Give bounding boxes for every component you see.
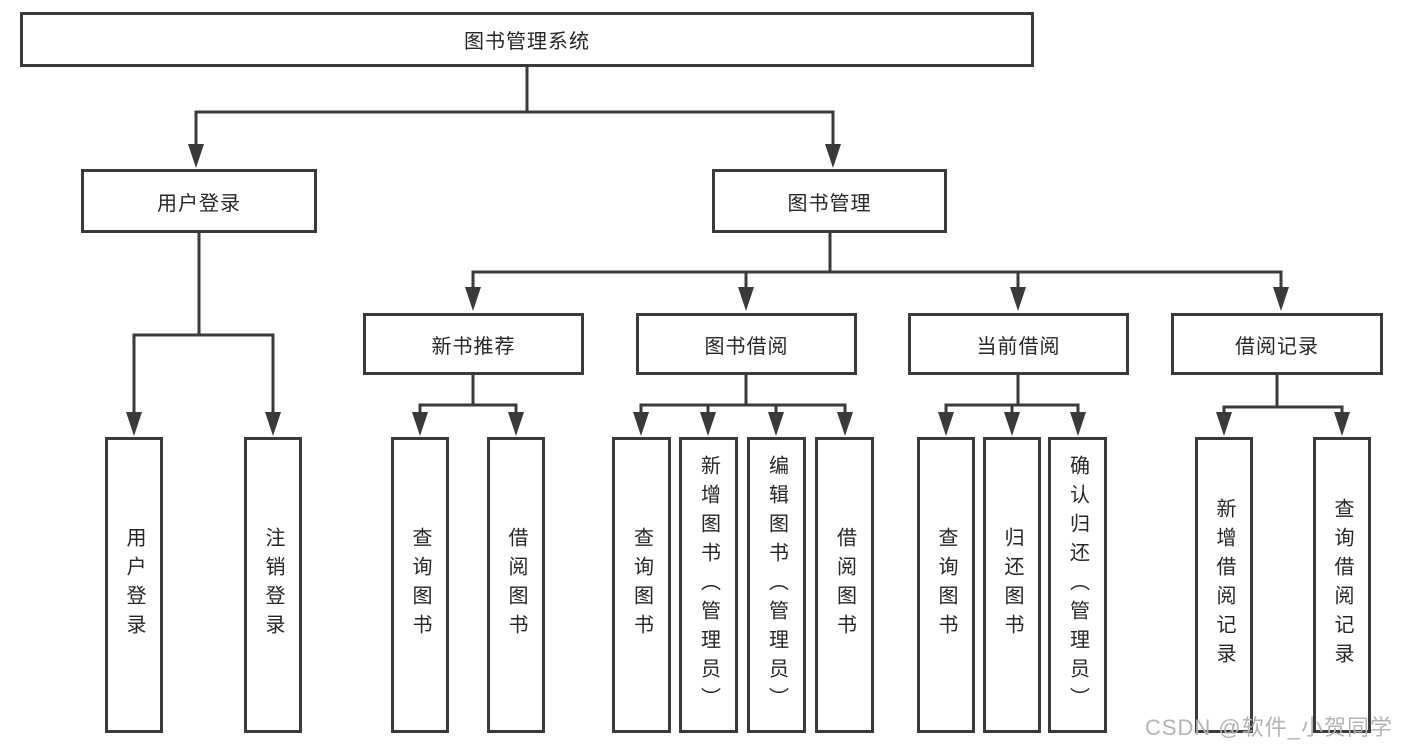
arrowhead bbox=[126, 412, 142, 436]
arrowhead bbox=[1070, 412, 1086, 436]
node-new-book-recommend: 新书推荐 bbox=[363, 313, 584, 375]
leaf-user-login: 用户登录 bbox=[105, 437, 163, 733]
node-current-borrow: 当前借阅 bbox=[908, 313, 1129, 375]
arrowhead bbox=[1216, 412, 1232, 436]
leaf-bb-borrow-books: 借阅图书 bbox=[815, 437, 874, 733]
arrowhead bbox=[465, 287, 481, 311]
leaf-bb-edit-books: 编辑图书（管理员） bbox=[747, 437, 806, 733]
node-root: 图书管理系统 bbox=[20, 12, 1034, 67]
arrowhead bbox=[1004, 412, 1020, 436]
arrowhead bbox=[508, 412, 524, 436]
arrowhead bbox=[265, 412, 281, 436]
arrowhead bbox=[700, 412, 716, 436]
leaf-bb-add-books: 新增图书（管理员） bbox=[679, 437, 738, 733]
node-borrow-records: 借阅记录 bbox=[1171, 313, 1383, 375]
arrowhead bbox=[188, 144, 204, 168]
leaf-cb-query-books: 查询图书 bbox=[917, 437, 975, 733]
arrowhead bbox=[825, 144, 841, 168]
arrowhead bbox=[1334, 412, 1350, 436]
leaf-nb-borrow-books: 借阅图书 bbox=[487, 437, 545, 733]
leaf-br-query-record: 查询借阅记录 bbox=[1313, 437, 1371, 733]
arrowhead bbox=[837, 412, 853, 436]
leaf-cb-confirm-return: 确认归还（管理员） bbox=[1048, 437, 1107, 733]
connector-bookmgmt-to-level3 bbox=[471, 233, 1283, 290]
connector-newbook-to-leaves bbox=[418, 375, 518, 414]
arrowhead bbox=[938, 412, 954, 436]
arrowhead bbox=[1273, 287, 1289, 311]
node-book-borrow: 图书借阅 bbox=[636, 313, 857, 375]
leaf-logout: 注销登录 bbox=[244, 437, 302, 733]
arrowhead bbox=[1010, 287, 1026, 311]
connector-records-to-leaves bbox=[1222, 375, 1344, 414]
watermark-text: CSDN @软件_小贺同学 bbox=[1144, 715, 1393, 740]
leaf-bb-query-books: 查询图书 bbox=[612, 437, 671, 733]
connector-currentborrow-to-leaves bbox=[944, 375, 1080, 414]
connector-bookborrow-to-leaves bbox=[639, 375, 847, 414]
leaf-cb-return-books: 归还图书 bbox=[983, 437, 1041, 733]
node-user-login: 用户登录 bbox=[81, 169, 317, 233]
leaf-br-add-record: 新增借阅记录 bbox=[1195, 437, 1253, 733]
connector-root-to-level2 bbox=[194, 67, 835, 146]
arrowhead bbox=[633, 412, 649, 436]
arrowheads bbox=[126, 144, 1350, 436]
connector-userlogin-to-leaves bbox=[132, 233, 275, 414]
leaf-nb-query-books: 查询图书 bbox=[391, 437, 449, 733]
node-book-management: 图书管理 bbox=[712, 169, 947, 233]
arrowhead bbox=[738, 287, 754, 311]
arrowhead bbox=[768, 412, 784, 436]
arrowhead bbox=[412, 412, 428, 436]
